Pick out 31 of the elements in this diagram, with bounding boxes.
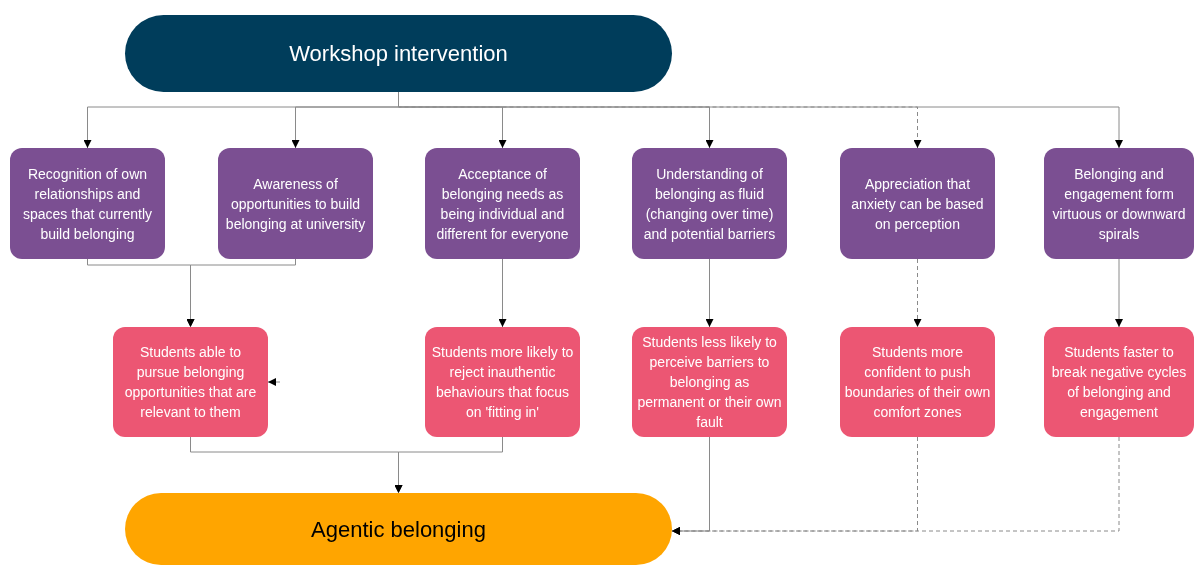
arrow [498, 258, 507, 328]
node-text: Agentic belonging [311, 515, 486, 544]
arrow [186, 258, 296, 328]
effect-box [425, 327, 580, 437]
arrow [267, 378, 281, 386]
arrow [913, 258, 922, 328]
arrow [671, 436, 1120, 535]
node-text: Acceptance of belonging needs as being individual and different for everyone [435, 164, 570, 244]
effect-box [113, 327, 268, 437]
concept-box [10, 148, 165, 259]
concept-box [218, 148, 373, 259]
node-text: Recognition of own relationships and spaces that currently build belonging [21, 164, 154, 244]
node-text: Appreciation that anxiety can be based on perception [850, 174, 985, 234]
node-text: Students faster to break negative cycles of belonging and engagement [1050, 343, 1188, 422]
node-text: Awareness of opportunities to build belonging at university [224, 174, 367, 234]
node-text: Students more confident to push boundaries of their own comfort zones [844, 343, 991, 422]
concept-box [1044, 148, 1194, 259]
node-text: Students more likely to reject inauthentic behaviours that focus on 'fitting in' [430, 343, 575, 422]
node-text: Workshop intervention [289, 40, 508, 68]
node-text: Understanding of belonging as fluid (changing over time) and potential barriers [642, 164, 777, 244]
effect-box [1044, 327, 1194, 437]
effect-box [840, 327, 995, 437]
arrow [394, 436, 503, 494]
node-text: Students able to pursue belonging opportunities that are relevant to them [123, 343, 258, 422]
concept-box [425, 148, 580, 259]
node-text: Students less likely to perceive barriers to belonging as permanent or their own fault [636, 333, 783, 432]
arrow [1115, 258, 1123, 328]
concept-box [632, 148, 787, 259]
arrow [705, 258, 714, 328]
concept-box [840, 148, 995, 259]
node-text: Belonging and engagement form virtuous or downward spirals [1051, 164, 1187, 244]
